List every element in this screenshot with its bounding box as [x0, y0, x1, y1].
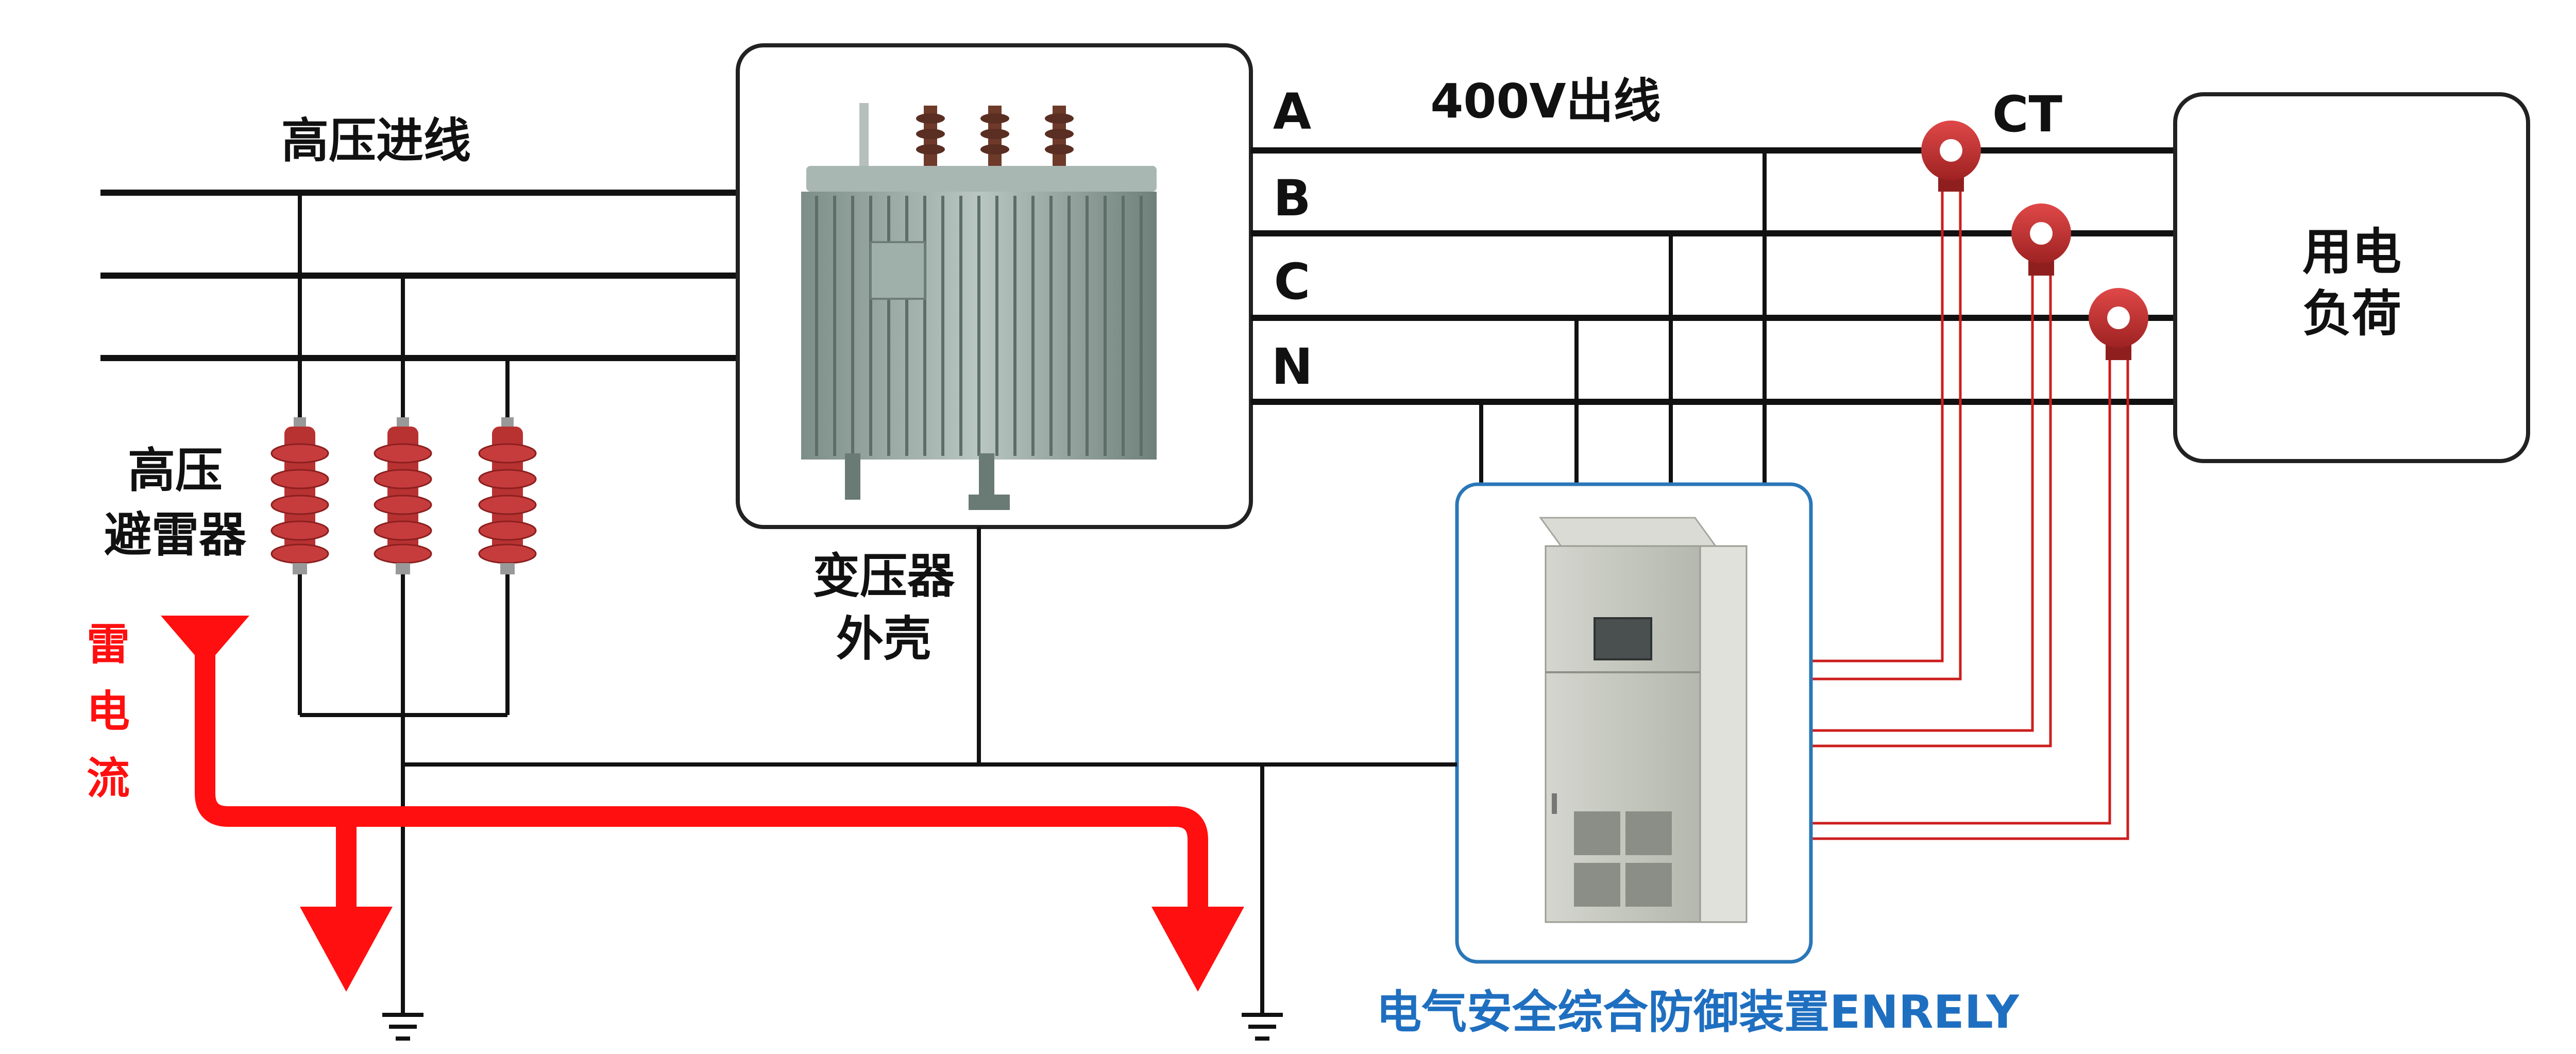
phase-a-label: A	[1273, 83, 1311, 141]
ct-phase-b	[2011, 203, 2071, 276]
voltage-tap-wires	[1479, 150, 1767, 484]
lightning-label-char1: 雷	[87, 619, 130, 670]
arrester-label-line2: 避雷器	[104, 507, 247, 563]
phase-n-label: N	[1272, 338, 1313, 396]
lightning-arrow-right	[1151, 907, 1244, 992]
transformer-image	[801, 103, 1157, 510]
phase-b-label: B	[1273, 169, 1311, 227]
ground-symbol-right	[1242, 1013, 1283, 1041]
ct-phase-c	[2089, 288, 2148, 360]
hv-incoming-label: 高压进线	[281, 113, 471, 168]
arrester-drop-wires	[298, 193, 510, 764]
hv-incoming-lines	[100, 190, 738, 361]
transformer-case-label-line1: 变压器	[812, 549, 955, 604]
lightning-label-char3: 流	[87, 753, 130, 804]
ct-label: CT	[1992, 86, 2062, 143]
ct-phase-a	[1921, 121, 1981, 192]
phase-c-label: C	[1274, 253, 1310, 311]
device-name-label: 电气安全综合防御装置ENRELY	[1376, 985, 2020, 1039]
lightning-label-char2: 电	[87, 686, 130, 737]
lightning-arrow-entry	[161, 616, 249, 667]
arrester-label-line1: 高压	[128, 443, 223, 498]
hv-arrester-2	[374, 417, 432, 574]
ground-symbol-left	[382, 1013, 423, 1041]
hv-arrester-3	[478, 417, 537, 574]
lightning-current-path	[161, 616, 1244, 992]
ct-signal-wires	[1811, 192, 2129, 840]
lv-buses	[1251, 147, 2175, 405]
load-label-line1: 用电	[2302, 223, 2401, 281]
load-box	[2173, 92, 2530, 463]
lightning-arrow-left	[300, 907, 393, 992]
device-cabinet-image	[1539, 517, 1748, 923]
hv-arrester-1	[270, 417, 329, 574]
transformer-case-label-line2: 外壳	[836, 611, 931, 667]
outgoing-400v-label: 400V出线	[1430, 74, 1660, 129]
load-label-line2: 负荷	[2302, 285, 2401, 343]
